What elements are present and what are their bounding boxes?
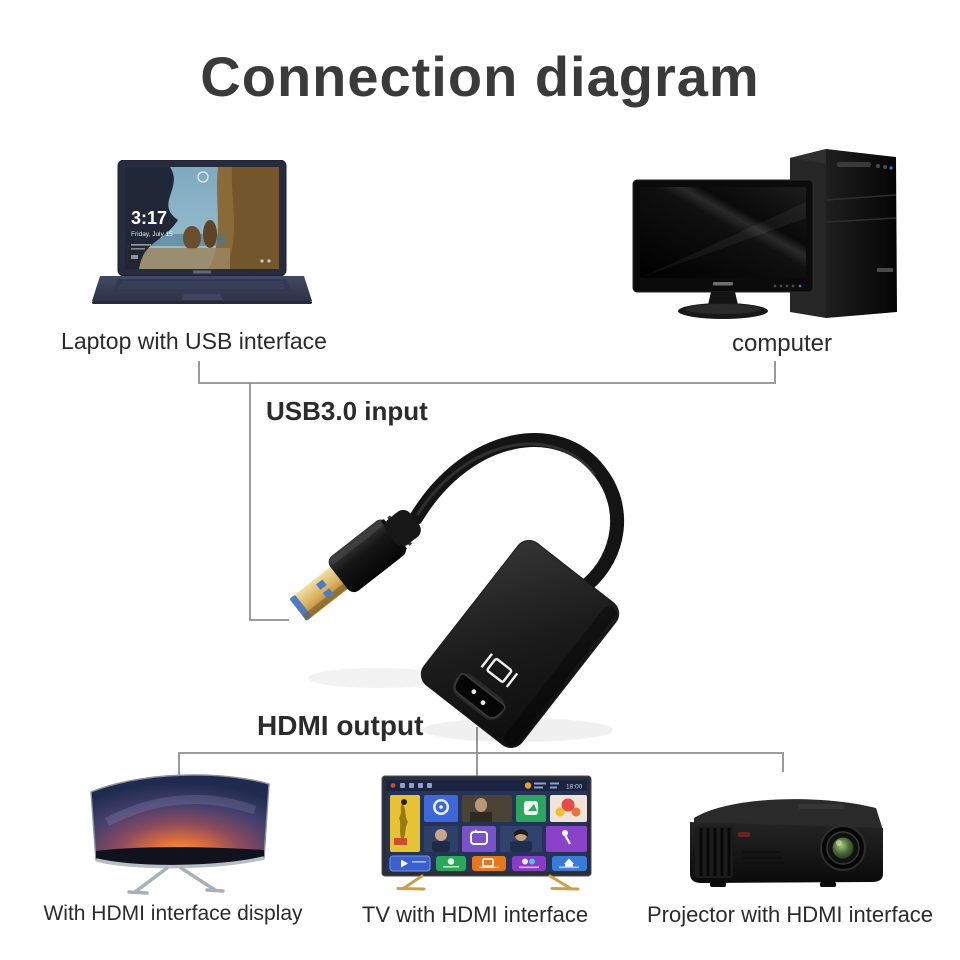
projector-foot bbox=[820, 882, 836, 887]
monitor-logo bbox=[713, 282, 733, 286]
lockscreen-date: Friday, July 15 bbox=[131, 231, 173, 238]
lockscreen-silhouette bbox=[125, 167, 178, 269]
projector-illustration bbox=[690, 799, 883, 887]
usb-plug bbox=[290, 509, 421, 621]
projector-brand-plate bbox=[798, 804, 844, 809]
tv-shortcut-row bbox=[389, 855, 587, 872]
usb-connector-gold bbox=[290, 565, 350, 621]
caption-display: With HDMI interface display bbox=[43, 902, 303, 925]
laptop-logo bbox=[193, 270, 211, 274]
bottom-bracket-line bbox=[178, 752, 784, 777]
display-icon bbox=[480, 653, 519, 688]
projector-foot bbox=[710, 882, 726, 887]
tv-vip-badge bbox=[524, 782, 532, 789]
usb-pin-hole bbox=[322, 588, 334, 599]
caption-computer: computer bbox=[731, 330, 833, 357]
hdmi-output-label: HDMI output bbox=[257, 710, 424, 741]
lockscreen-user-icon bbox=[197, 171, 209, 183]
usb-pin-hole bbox=[316, 579, 327, 590]
tower-front-panel bbox=[825, 162, 897, 272]
tv-status-bar: 18:00 bbox=[386, 780, 587, 791]
laptop-lockscreen: 3:17 Friday, July 15 bbox=[125, 167, 279, 269]
adapter-illustration bbox=[290, 433, 625, 748]
projector-indicator bbox=[738, 832, 750, 837]
projector-front-vent bbox=[742, 850, 786, 872]
tile-live-tv bbox=[462, 826, 496, 852]
caption-projector: Projector with HDMI interface bbox=[646, 902, 934, 927]
horizon-silhouette bbox=[96, 847, 264, 867]
adapter-body bbox=[420, 540, 620, 748]
monitor-buttons bbox=[773, 284, 802, 288]
pc-monitor bbox=[632, 179, 814, 319]
usb-input-label: USB3.0 input bbox=[266, 396, 428, 426]
hdmi-port bbox=[452, 673, 506, 721]
hdmi-pin-glint bbox=[471, 689, 477, 695]
usb-stem-line bbox=[249, 383, 289, 621]
laptop-illustration: 3:17 Friday, July 15 bbox=[92, 160, 312, 304]
smart-tv-illustration: 18:00 bbox=[381, 775, 592, 891]
lockscreen-time: 3:17 bbox=[131, 208, 167, 228]
page-title: Connection diagram bbox=[200, 45, 760, 108]
display-bottom-trim bbox=[95, 856, 265, 869]
monitor-screen bbox=[640, 187, 806, 278]
laptop-touchpad bbox=[181, 294, 223, 300]
milkyway-arc bbox=[104, 794, 257, 826]
usb-plug-housing bbox=[328, 519, 407, 593]
computer-illustration bbox=[632, 149, 897, 319]
tv-app-grid bbox=[389, 795, 587, 872]
hdmi-pin-glint bbox=[480, 700, 486, 706]
projector-lens bbox=[820, 825, 866, 871]
display-stand bbox=[127, 866, 225, 895]
caption-tv: TV with HDMI interface bbox=[361, 902, 589, 927]
curved-display-illustration bbox=[90, 774, 270, 895]
top-bracket-line bbox=[198, 361, 776, 384]
tv-clock: 18:00 bbox=[566, 784, 583, 791]
tv-stand-legs bbox=[396, 874, 580, 891]
caption-laptop: Laptop with USB interface bbox=[61, 328, 327, 354]
